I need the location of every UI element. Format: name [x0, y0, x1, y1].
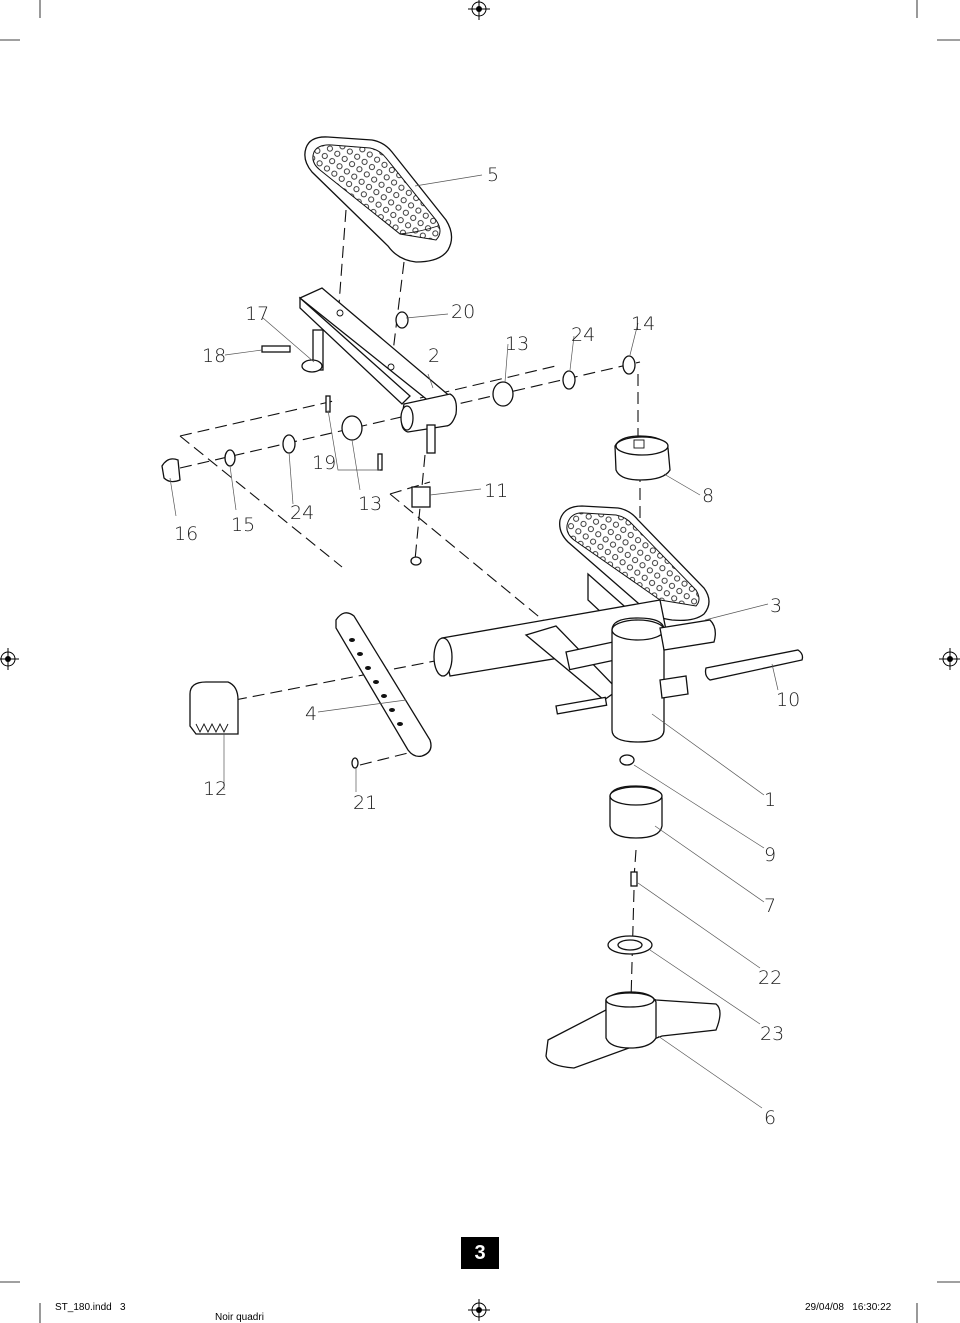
label-23: 23: [760, 1023, 784, 1045]
page-number: 3: [474, 1241, 486, 1264]
pedal-top: [304, 136, 453, 263]
label-4: 4: [305, 703, 317, 725]
label-11: 11: [484, 480, 508, 502]
label-21: 21: [353, 792, 377, 814]
footer-file: ST_180.indd 3: [55, 1302, 126, 1313]
label-19: 19: [312, 452, 336, 474]
label-22: 22: [758, 967, 782, 989]
foot-cap: [189, 681, 239, 735]
leader-lines: [169, 174, 779, 1109]
axle-part: [704, 649, 804, 681]
label-24a: 24: [571, 324, 595, 346]
small-parts-top: [161, 311, 636, 566]
label-5: 5: [487, 164, 499, 186]
page-number-box: 3: [461, 1237, 499, 1269]
footer-date: 29/04/08 16:30:22: [805, 1302, 892, 1313]
label-13b: 13: [358, 493, 382, 515]
label-10: 10: [776, 689, 800, 711]
label-1: 1: [764, 789, 776, 811]
label-17: 17: [245, 303, 269, 325]
footer-color: Noir quadri: [215, 1312, 264, 1323]
label-8: 8: [702, 485, 714, 507]
label-3: 3: [770, 595, 782, 617]
label-20: 20: [451, 301, 475, 323]
small-parts-bottom: [351, 754, 663, 955]
label-18: 18: [202, 345, 226, 367]
base-part: [545, 991, 721, 1069]
label-6: 6: [764, 1107, 776, 1129]
main-frame: [433, 599, 716, 743]
cap-part: [614, 435, 671, 481]
label-15: 15: [231, 514, 255, 536]
shock-absorber: [335, 612, 432, 758]
label-24b: 24: [290, 502, 314, 524]
part-labels: 5 17 20 18 2 13 24 14 19 11 8 16 15 24 1…: [174, 164, 800, 1129]
label-2: 2: [428, 345, 440, 367]
label-7: 7: [764, 895, 776, 917]
label-9: 9: [764, 844, 776, 866]
label-12: 12: [203, 778, 227, 800]
pedal-arm: [298, 287, 458, 454]
label-16: 16: [174, 523, 198, 545]
label-13a: 13: [505, 333, 529, 355]
label-14: 14: [631, 313, 655, 335]
